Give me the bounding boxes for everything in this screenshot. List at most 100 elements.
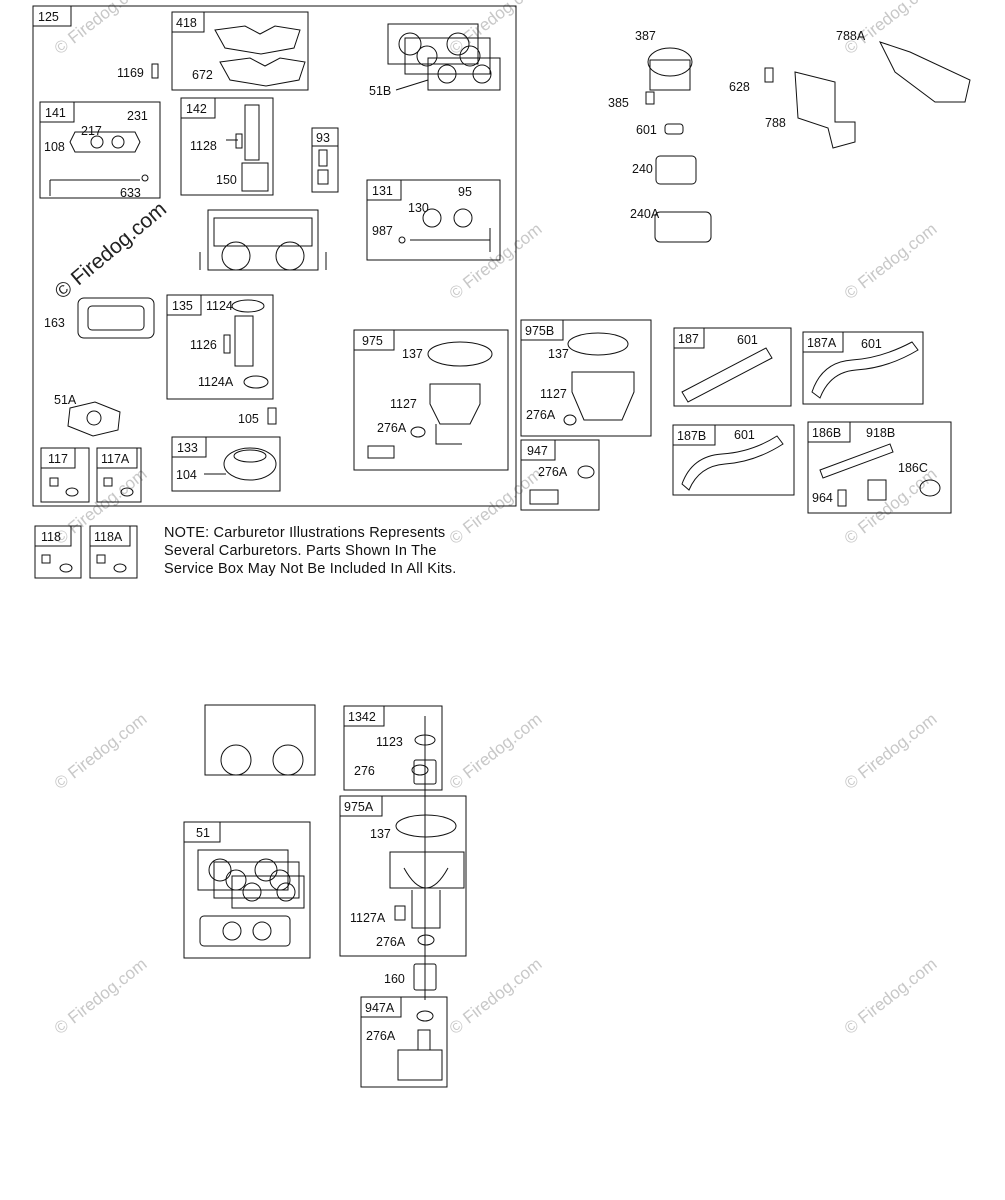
label-150: 150 (216, 173, 237, 187)
label-276: 276 (354, 764, 375, 778)
label-987: 987 (372, 224, 393, 238)
box-tags: 125 418 141 142 93 131 135 133 117 117A … (38, 10, 841, 1015)
label-1127-b: 1127 (540, 387, 567, 401)
watermark-text: © Firedog.com (446, 954, 546, 1038)
tag-1342: 1342 (348, 710, 376, 724)
watermark-text: © Firedog.com (841, 709, 941, 793)
watermark-text: © Firedog.com (446, 709, 546, 793)
label-231: 231 (127, 109, 148, 123)
box-975A (339, 795, 467, 957)
tag-118: 118 (41, 530, 61, 544)
watermark-text: © Firedog.com (446, 219, 546, 303)
box-947 (520, 439, 600, 511)
tag-975B: 975B (525, 324, 554, 338)
label-788A: 788A (836, 29, 866, 43)
watermark-text-main: © Firedog.com (50, 197, 171, 303)
label-276A-b: 276A (526, 408, 556, 422)
label-276A-d: 276A (376, 935, 406, 949)
box-142 (180, 97, 274, 196)
label-186C: 186C (898, 461, 928, 475)
label-918B: 918B (866, 426, 895, 440)
label-51B: 51B (369, 84, 391, 98)
tag-125: 125 (38, 10, 59, 24)
tag-117A: 117A (101, 452, 130, 466)
tag-142: 142 (186, 102, 207, 116)
box-131 (366, 179, 501, 261)
label-672: 672 (192, 68, 213, 82)
label-1127-a: 1127 (390, 397, 417, 411)
label-217: 217 (81, 124, 102, 138)
label-276A-e: 276A (366, 1029, 396, 1043)
label-601-c: 601 (861, 337, 882, 351)
label-95: 95 (458, 185, 472, 199)
label-1127A: 1127A (350, 911, 386, 925)
tag-133: 133 (177, 441, 198, 455)
tag-93: 93 (316, 131, 330, 145)
tag-118A: 118A (94, 530, 123, 544)
note-line: Service Box May Not Be Included In All K… (164, 561, 457, 577)
tag-947: 947 (527, 444, 548, 458)
label-137-b: 137 (548, 347, 569, 361)
label-51A: 51A (54, 393, 77, 407)
label-240A: 240A (630, 207, 660, 221)
box-947A (360, 996, 448, 1088)
label-601-b: 601 (737, 333, 758, 347)
label-160: 160 (384, 972, 405, 986)
label-130: 130 (408, 201, 429, 215)
tag-186B: 186B (812, 426, 841, 440)
watermark-text: © Firedog.com (51, 954, 151, 1038)
label-276A-a: 276A (377, 421, 407, 435)
tag-947A: 947A (365, 1001, 395, 1015)
label-1169: 1169 (117, 66, 144, 80)
label-964: 964 (812, 491, 833, 505)
label-1123: 1123 (376, 735, 403, 749)
part-labels: 1169 672 51B 231 217 108 633 1128 150 95… (44, 29, 928, 1043)
tag-131: 131 (372, 184, 393, 198)
box-187 (673, 327, 792, 407)
box-187A (802, 331, 924, 405)
label-1124A: 1124A (198, 375, 234, 389)
box-1342 (343, 705, 443, 791)
tag-975A: 975A (344, 800, 374, 814)
label-1128: 1128 (190, 139, 217, 153)
label-633: 633 (120, 186, 141, 200)
box-975B (520, 319, 652, 437)
label-387: 387 (635, 29, 656, 43)
label-137-c: 137 (370, 827, 391, 841)
tag-418: 418 (176, 16, 197, 30)
tag-187B: 187B (677, 429, 706, 443)
label-104: 104 (176, 468, 197, 482)
box-141 (39, 101, 161, 199)
box-187B (672, 424, 795, 496)
label-601-d: 601 (734, 428, 755, 442)
tag-51: 51 (196, 826, 210, 840)
label-385: 385 (608, 96, 629, 110)
label-788: 788 (765, 116, 786, 130)
watermark-text: © Firedog.com (446, 0, 546, 58)
tag-187A: 187A (807, 336, 837, 350)
label-240: 240 (632, 162, 653, 176)
tag-117: 117 (48, 452, 68, 466)
box-186B (807, 421, 952, 514)
label-1126: 1126 (190, 338, 217, 352)
label-628: 628 (729, 80, 750, 94)
box-125 (32, 5, 517, 507)
tag-141: 141 (45, 106, 66, 120)
note-line: NOTE: Carburetor Illustrations Represent… (164, 525, 446, 541)
label-276A-c: 276A (538, 465, 568, 479)
box-975 (353, 329, 509, 471)
label-601-a: 601 (636, 123, 657, 137)
box-133 (171, 436, 281, 492)
carburetor-note: NOTE: Carburetor Illustrations Represent… (164, 524, 498, 578)
watermark-text: © Firedog.com (51, 709, 151, 793)
watermark-text: © Firedog.com (841, 464, 941, 548)
watermark-text: © Firedog.com (841, 954, 941, 1038)
note-line: Several Carburetors. Parts Shown In The (164, 543, 437, 559)
watermark-text: © Firedog.com (51, 0, 151, 58)
label-1124: 1124 (206, 299, 233, 313)
box-135 (166, 294, 274, 400)
tag-187: 187 (678, 332, 699, 346)
box-51 (183, 821, 311, 959)
tag-975: 975 (362, 334, 383, 348)
